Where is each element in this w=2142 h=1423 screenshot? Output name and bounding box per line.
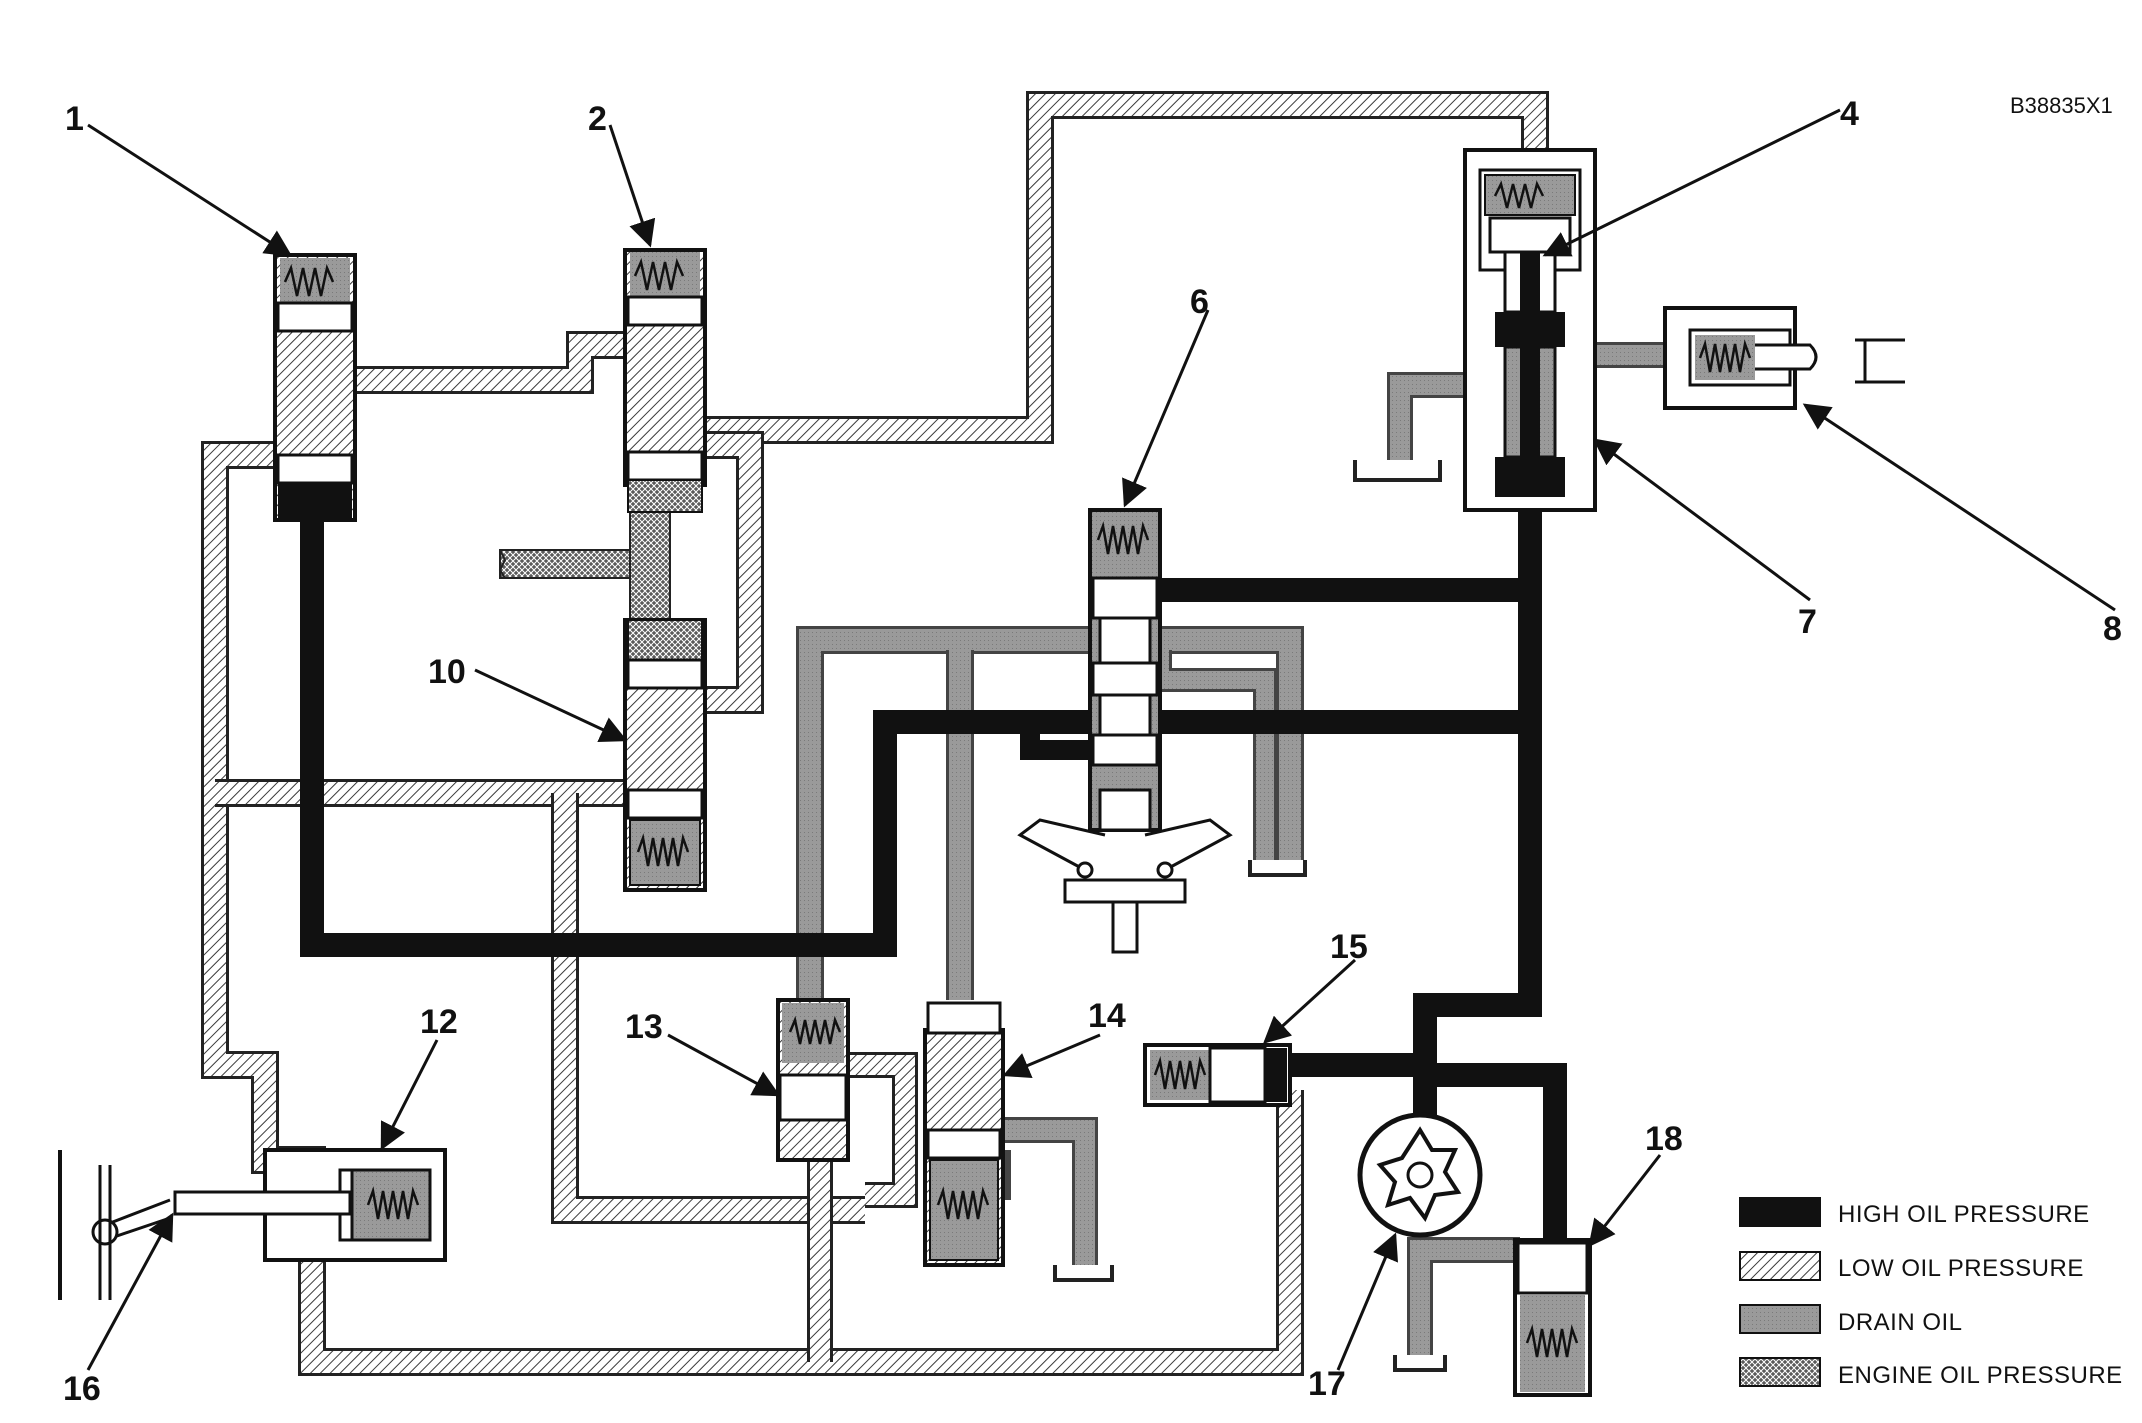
legend-label-drain: DRAIN OIL: [1838, 1309, 1963, 1336]
valve-2: [623, 248, 707, 513]
callout-17: 17: [1308, 1365, 1346, 1403]
legend-label-engine: ENGINE OIL PRESSURE: [1838, 1362, 2123, 1389]
legend-label-high: HIGH OIL PRESSURE: [1838, 1201, 2090, 1228]
callout-2: 2: [588, 100, 607, 138]
valve-6: [1017, 508, 1233, 954]
valve-1: [273, 253, 357, 522]
legend-item-engine: ENGINE OIL PRESSURE: [1739, 1357, 2123, 1389]
legend: HIGH OIL PRESSURE LOW OIL PRESSURE DRAIN…: [1739, 1197, 2123, 1389]
low-pressure-passages: [201, 91, 1549, 1376]
valve-12: [58, 1148, 447, 1300]
figure-code: B38835X1: [2010, 93, 2113, 118]
legend-item-low: LOW OIL PRESSURE: [1739, 1251, 2084, 1282]
callout-13: 13: [625, 1008, 663, 1046]
callout-8: 8: [2103, 610, 2122, 648]
callout-1: 1: [65, 100, 84, 138]
pump-17: [1357, 1112, 1483, 1238]
valve-15: [1143, 1043, 1292, 1107]
valve-14: [923, 1001, 1005, 1267]
legend-item-high: HIGH OIL PRESSURE: [1739, 1197, 2090, 1228]
callout-labels: 1 2 4 6 7 8 10 12 13 14 15 16 17 18: [63, 95, 2122, 1408]
callout-18: 18: [1645, 1120, 1683, 1158]
callout-16: 16: [63, 1370, 101, 1408]
callout-leaders: [86, 108, 2116, 1371]
valve-13: [776, 998, 850, 1162]
engine-oil-passages: [498, 499, 671, 631]
legend-label-low: LOW OIL PRESSURE: [1838, 1255, 2084, 1282]
drain-tanks: [1053, 460, 1447, 1372]
callout-15: 15: [1330, 928, 1368, 966]
valve-18: [1513, 1238, 1592, 1397]
callout-12: 12: [420, 1003, 458, 1041]
callout-10: 10: [428, 653, 466, 691]
callout-6: 6: [1190, 283, 1209, 321]
legend-item-drain: DRAIN OIL: [1739, 1304, 1963, 1336]
callout-7: 7: [1798, 603, 1817, 641]
callout-4: 4: [1840, 95, 1859, 133]
valve-7: [1463, 148, 1597, 512]
valve-10: [623, 618, 707, 892]
valve-8: [1663, 306, 1905, 410]
callout-14: 14: [1088, 997, 1126, 1035]
